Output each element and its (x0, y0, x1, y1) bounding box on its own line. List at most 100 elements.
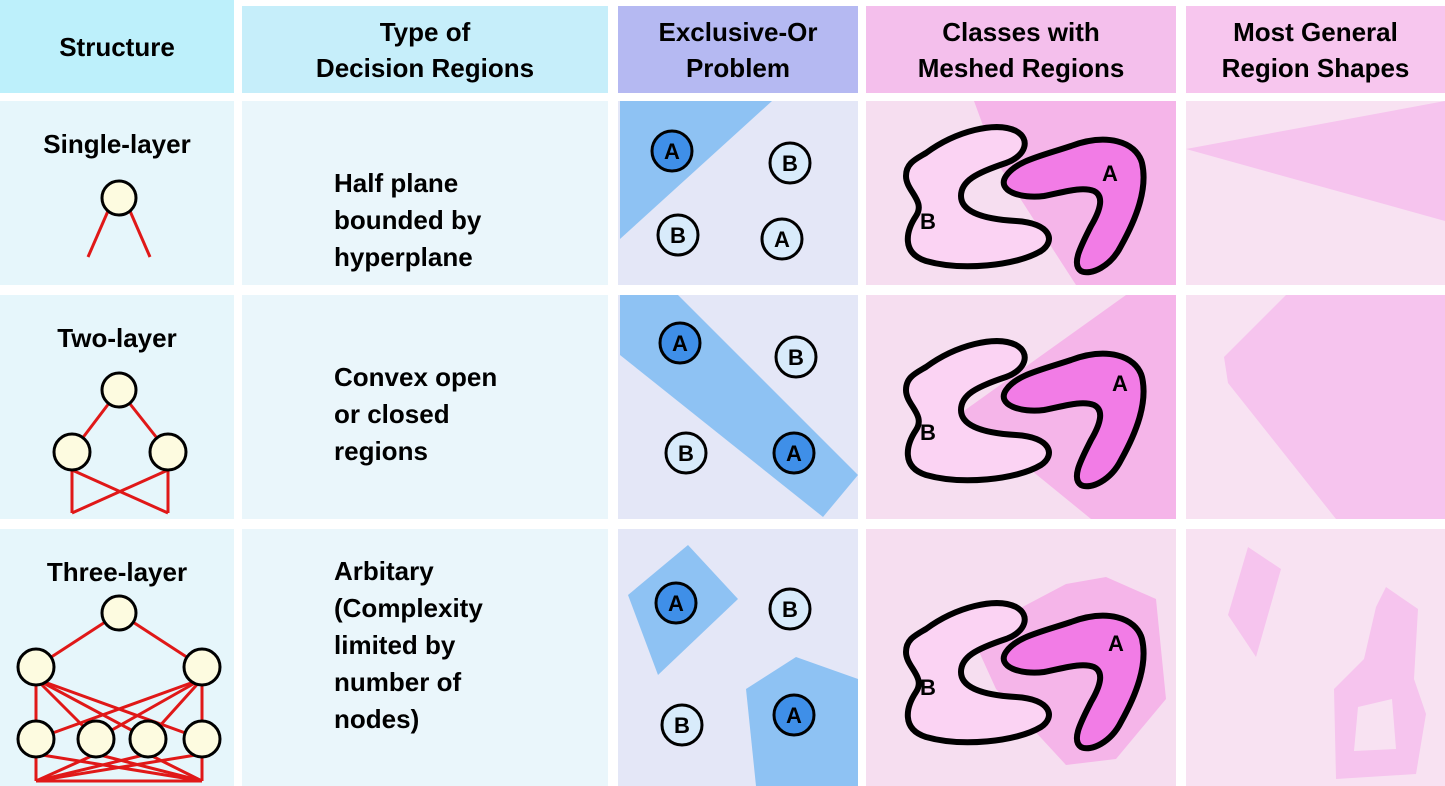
network-node (52, 432, 92, 472)
network-node (100, 594, 138, 632)
network-wire (86, 210, 110, 258)
class-a-label: A (1112, 371, 1128, 396)
row1-description-line: hyperplane (334, 242, 473, 272)
xor-point-b (660, 703, 704, 747)
header-general-line2: Region Shapes (1221, 52, 1410, 83)
row3-description-line: (Complexity (334, 593, 483, 623)
xor-point-label: A (668, 591, 684, 616)
header-exclusive-or: Exclusive-Or Problem (618, 6, 858, 93)
network-node (16, 647, 56, 687)
row1-structure-title: Single-layer (43, 129, 191, 159)
xor-point-label: A (672, 331, 688, 356)
network-wire (71, 468, 169, 515)
network-wire (147, 752, 203, 783)
row1-general-shape (1186, 101, 1445, 221)
two-layer-network-diagram (52, 371, 188, 515)
row1-description-line: Half plane (334, 168, 459, 198)
row1-description-cell: Half plane bounded by hyperplane (242, 101, 608, 285)
network-node (76, 719, 116, 759)
xor-point-label: B (670, 223, 686, 248)
row3-description-line: limited by (334, 630, 456, 660)
row3-description: Arbitary (Complexity limited by number o… (334, 553, 483, 738)
network-wire (35, 752, 203, 783)
header-decision-regions: Type of Decision Regions (242, 6, 608, 93)
header-xor-line2: Problem (685, 52, 790, 83)
row2-xor-cell: A B B A (618, 295, 858, 519)
xor-point-label: A (774, 227, 790, 252)
row2-general-cell (1186, 295, 1445, 519)
network-node (182, 647, 222, 687)
xor-point-b (768, 141, 812, 185)
class-b-blob (903, 338, 1052, 484)
row3-xor-cell: A B B A (618, 529, 858, 786)
general-region-hole (1354, 699, 1396, 751)
row3-structure-title: Three-layer (46, 557, 188, 587)
row1-general-cell (1186, 101, 1445, 285)
network-node (100, 371, 138, 409)
header-general-line1: Most General (1233, 16, 1398, 47)
header-meshed-line2: Meshed Regions (917, 52, 1125, 83)
class-b-blob (903, 124, 1052, 270)
row1-xor-diagram: A B B A (620, 101, 812, 261)
class-b-label: B (920, 675, 936, 700)
xor-point-a (658, 321, 702, 365)
row1-meshed-diagram: A B (903, 101, 1176, 285)
xor-point-b (774, 335, 818, 379)
single-layer-network-diagram (86, 179, 152, 258)
row3-meshed-diagram: A B (903, 577, 1166, 765)
row3-general-shape (1228, 547, 1426, 779)
row2-description-line: regions (334, 436, 428, 466)
header-structure-line1: Structure (59, 31, 175, 62)
row1-xor-cell: A B B A (618, 101, 858, 285)
class-b-blob (903, 600, 1052, 746)
general-region (1334, 587, 1426, 779)
row3-xor-diagram: A B B A (628, 545, 858, 786)
class-b-label: B (920, 420, 936, 445)
row2-description-line: Convex open (334, 362, 498, 392)
row3-description-line: Arbitary (334, 556, 434, 586)
row3-description-line: nodes) (334, 704, 420, 734)
network-wire (35, 752, 97, 783)
class-a-blob (1000, 350, 1147, 490)
network-wire (95, 752, 203, 783)
network-node (182, 719, 222, 759)
xor-point-label: B (782, 151, 798, 176)
header-meshed-regions: Classes with Meshed Regions (866, 6, 1176, 93)
row3-structure-cell: Three-layer (0, 529, 234, 786)
network-node (148, 432, 188, 472)
header-meshed-line1: Classes with (942, 16, 1100, 47)
xor-point-a (654, 581, 698, 625)
row2-description-cell: Convex open or closed regions (242, 295, 608, 519)
xor-point-b (664, 431, 708, 475)
row2-xor-diagram: A B B A (620, 295, 858, 517)
network-wire (128, 210, 152, 258)
header-general-shapes: Most General Region Shapes (1186, 6, 1445, 93)
network-wire (35, 677, 203, 741)
general-region (1224, 295, 1445, 519)
row2-structure-cell: Two-layer (0, 295, 234, 519)
class-a-blob (1000, 136, 1147, 276)
xor-point-label: A (786, 703, 802, 728)
xor-point-a-misclassified (760, 217, 804, 261)
xor-point-label: B (782, 597, 798, 622)
xor-point-b (768, 587, 812, 631)
class-a-region (620, 295, 858, 517)
row3-meshed-cell: A B (866, 529, 1176, 786)
xor-point-label: B (674, 713, 690, 738)
row2-meshed-diagram: A B (903, 295, 1176, 519)
row2-description-line: or closed (334, 399, 450, 429)
header-structure: Structure (0, 0, 234, 93)
row2-description: Convex open or closed regions (334, 359, 497, 470)
row2-meshed-cell: A B (866, 295, 1176, 519)
row1-description: Half plane bounded by hyperplane (334, 165, 481, 276)
row1-structure-cell: Single-layer (0, 101, 234, 285)
class-b-label: B (920, 209, 936, 234)
xor-point-label: B (678, 441, 694, 466)
class-a-region (620, 101, 772, 239)
general-region (1186, 101, 1445, 221)
header-xor-line1: Exclusive-Or (658, 16, 818, 47)
row1-description-line: bounded by (334, 205, 482, 235)
row3-general-cell (1186, 529, 1445, 786)
network-wire (95, 677, 203, 741)
class-a-label: A (1102, 161, 1118, 186)
